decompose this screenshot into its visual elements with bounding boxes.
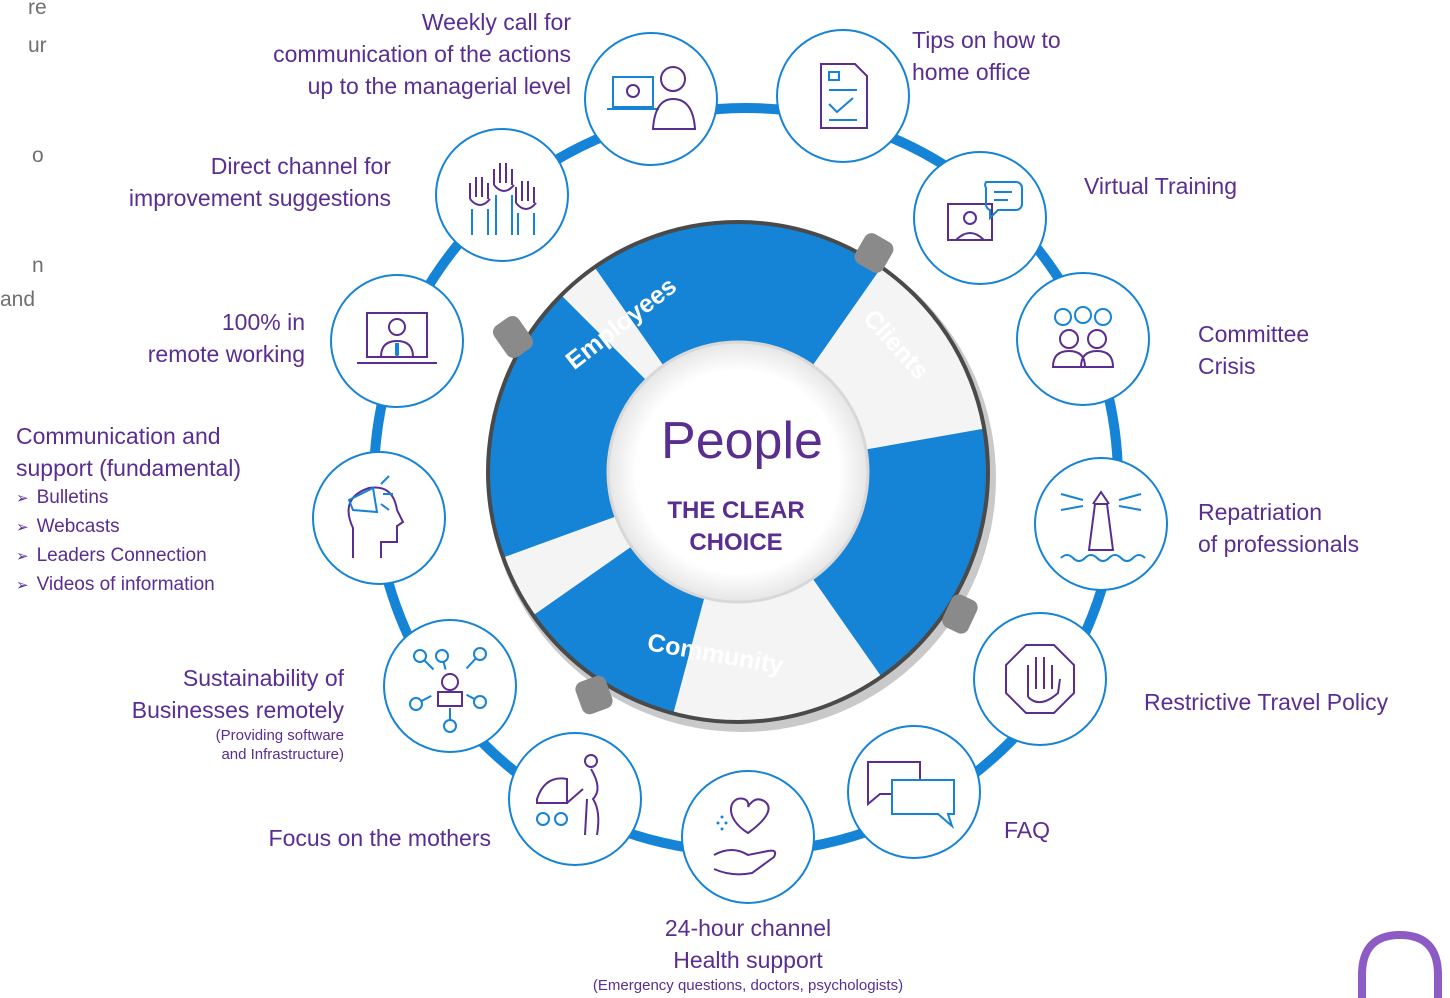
icon-node-circle xyxy=(1034,457,1168,591)
rope-clip xyxy=(492,315,534,359)
left-fragment-2: ur xyxy=(28,34,47,57)
megaphone-head-icon xyxy=(347,475,405,558)
icon-node-circle xyxy=(776,29,910,163)
label-weekly-call: Weekly call for communication of the act… xyxy=(273,9,571,99)
icon-node-circle xyxy=(973,612,1107,746)
stop-hand-icon xyxy=(1005,644,1075,714)
raised-hands-icon xyxy=(469,163,537,235)
icon-node xyxy=(312,451,446,585)
icon-node xyxy=(383,619,517,753)
icon-node xyxy=(776,29,910,163)
label-committee-crisis: Committee Crisis xyxy=(1198,321,1310,379)
icon-node-circle xyxy=(508,732,642,866)
buoy-hole xyxy=(608,342,868,602)
icon-node-circle xyxy=(435,128,569,262)
icon-node xyxy=(681,770,815,904)
icon-node xyxy=(584,32,718,166)
checklist-document-icon xyxy=(820,63,868,129)
heart-hand-icon xyxy=(713,797,777,876)
icon-node-circle xyxy=(312,451,446,585)
left-fragment-1: re xyxy=(28,0,47,19)
center-subtitle-line2: CHOICE xyxy=(689,529,782,556)
video-call-icon xyxy=(607,66,697,130)
remote-worker-icon xyxy=(357,312,437,364)
icon-node xyxy=(330,274,464,408)
icon-node xyxy=(435,128,569,262)
icon-node-circle xyxy=(913,151,1047,285)
life-buoy: Employees Clients Community People THE C… xyxy=(486,220,996,732)
icon-node-circle xyxy=(1016,272,1150,406)
label-communication-support: Communication and support (fundamental) … xyxy=(16,420,241,600)
label-virtual-training: Virtual Training xyxy=(1084,173,1237,199)
bullet-list: Bulletins Webcasts Leaders Connection Vi… xyxy=(16,484,241,600)
bullet-item: Bulletins xyxy=(16,484,241,513)
icon-node xyxy=(508,732,642,866)
buoy-rim xyxy=(486,220,990,724)
network-people-icon xyxy=(409,647,487,733)
rope-clip xyxy=(575,675,613,715)
icon-node xyxy=(1016,272,1150,406)
chat-bubbles-icon xyxy=(867,761,955,830)
mother-stroller-icon xyxy=(536,754,600,836)
committee-group-icon xyxy=(1051,306,1115,368)
center-subtitle-line1: THE CLEAR xyxy=(667,497,804,524)
logo-fragment xyxy=(1358,930,1442,998)
label-sustainability: Sustainability of Businesses remotely (P… xyxy=(131,665,344,763)
rope-clip xyxy=(942,594,978,634)
left-fragment-5: and xyxy=(0,288,36,311)
icon-node xyxy=(973,612,1107,746)
label-health-channel: 24-hour channel Health support (Emergenc… xyxy=(592,915,904,994)
lighthouse-icon xyxy=(1060,490,1146,562)
icon-node xyxy=(913,151,1047,285)
center-title: People xyxy=(661,412,823,470)
rope-clip xyxy=(854,233,894,273)
left-fragment-3: o xyxy=(32,144,44,167)
virtual-training-icon xyxy=(947,181,1023,241)
label-direct-channel: Direct channel for improvement suggestio… xyxy=(128,153,391,211)
left-fragment-4: n xyxy=(32,254,44,277)
bullet-item: Leaders Connection xyxy=(16,542,241,571)
icon-node xyxy=(1034,457,1168,591)
label-faq: FAQ xyxy=(1004,817,1051,843)
label-travel-policy: Restrictive Travel Policy xyxy=(1144,689,1389,715)
icon-node xyxy=(847,725,981,859)
label-repatriation: Repatriation of professionals xyxy=(1198,499,1360,557)
icon-node-circle xyxy=(681,770,815,904)
icon-node-circle xyxy=(584,32,718,166)
bullet-item: Videos of information xyxy=(16,571,241,600)
label-tips-home-office: Tips on how to home office xyxy=(912,27,1061,85)
label-remote-working: 100% in remote working xyxy=(147,309,305,367)
label-mothers: Focus on the mothers xyxy=(268,825,491,851)
bullet-item: Webcasts xyxy=(16,513,241,542)
